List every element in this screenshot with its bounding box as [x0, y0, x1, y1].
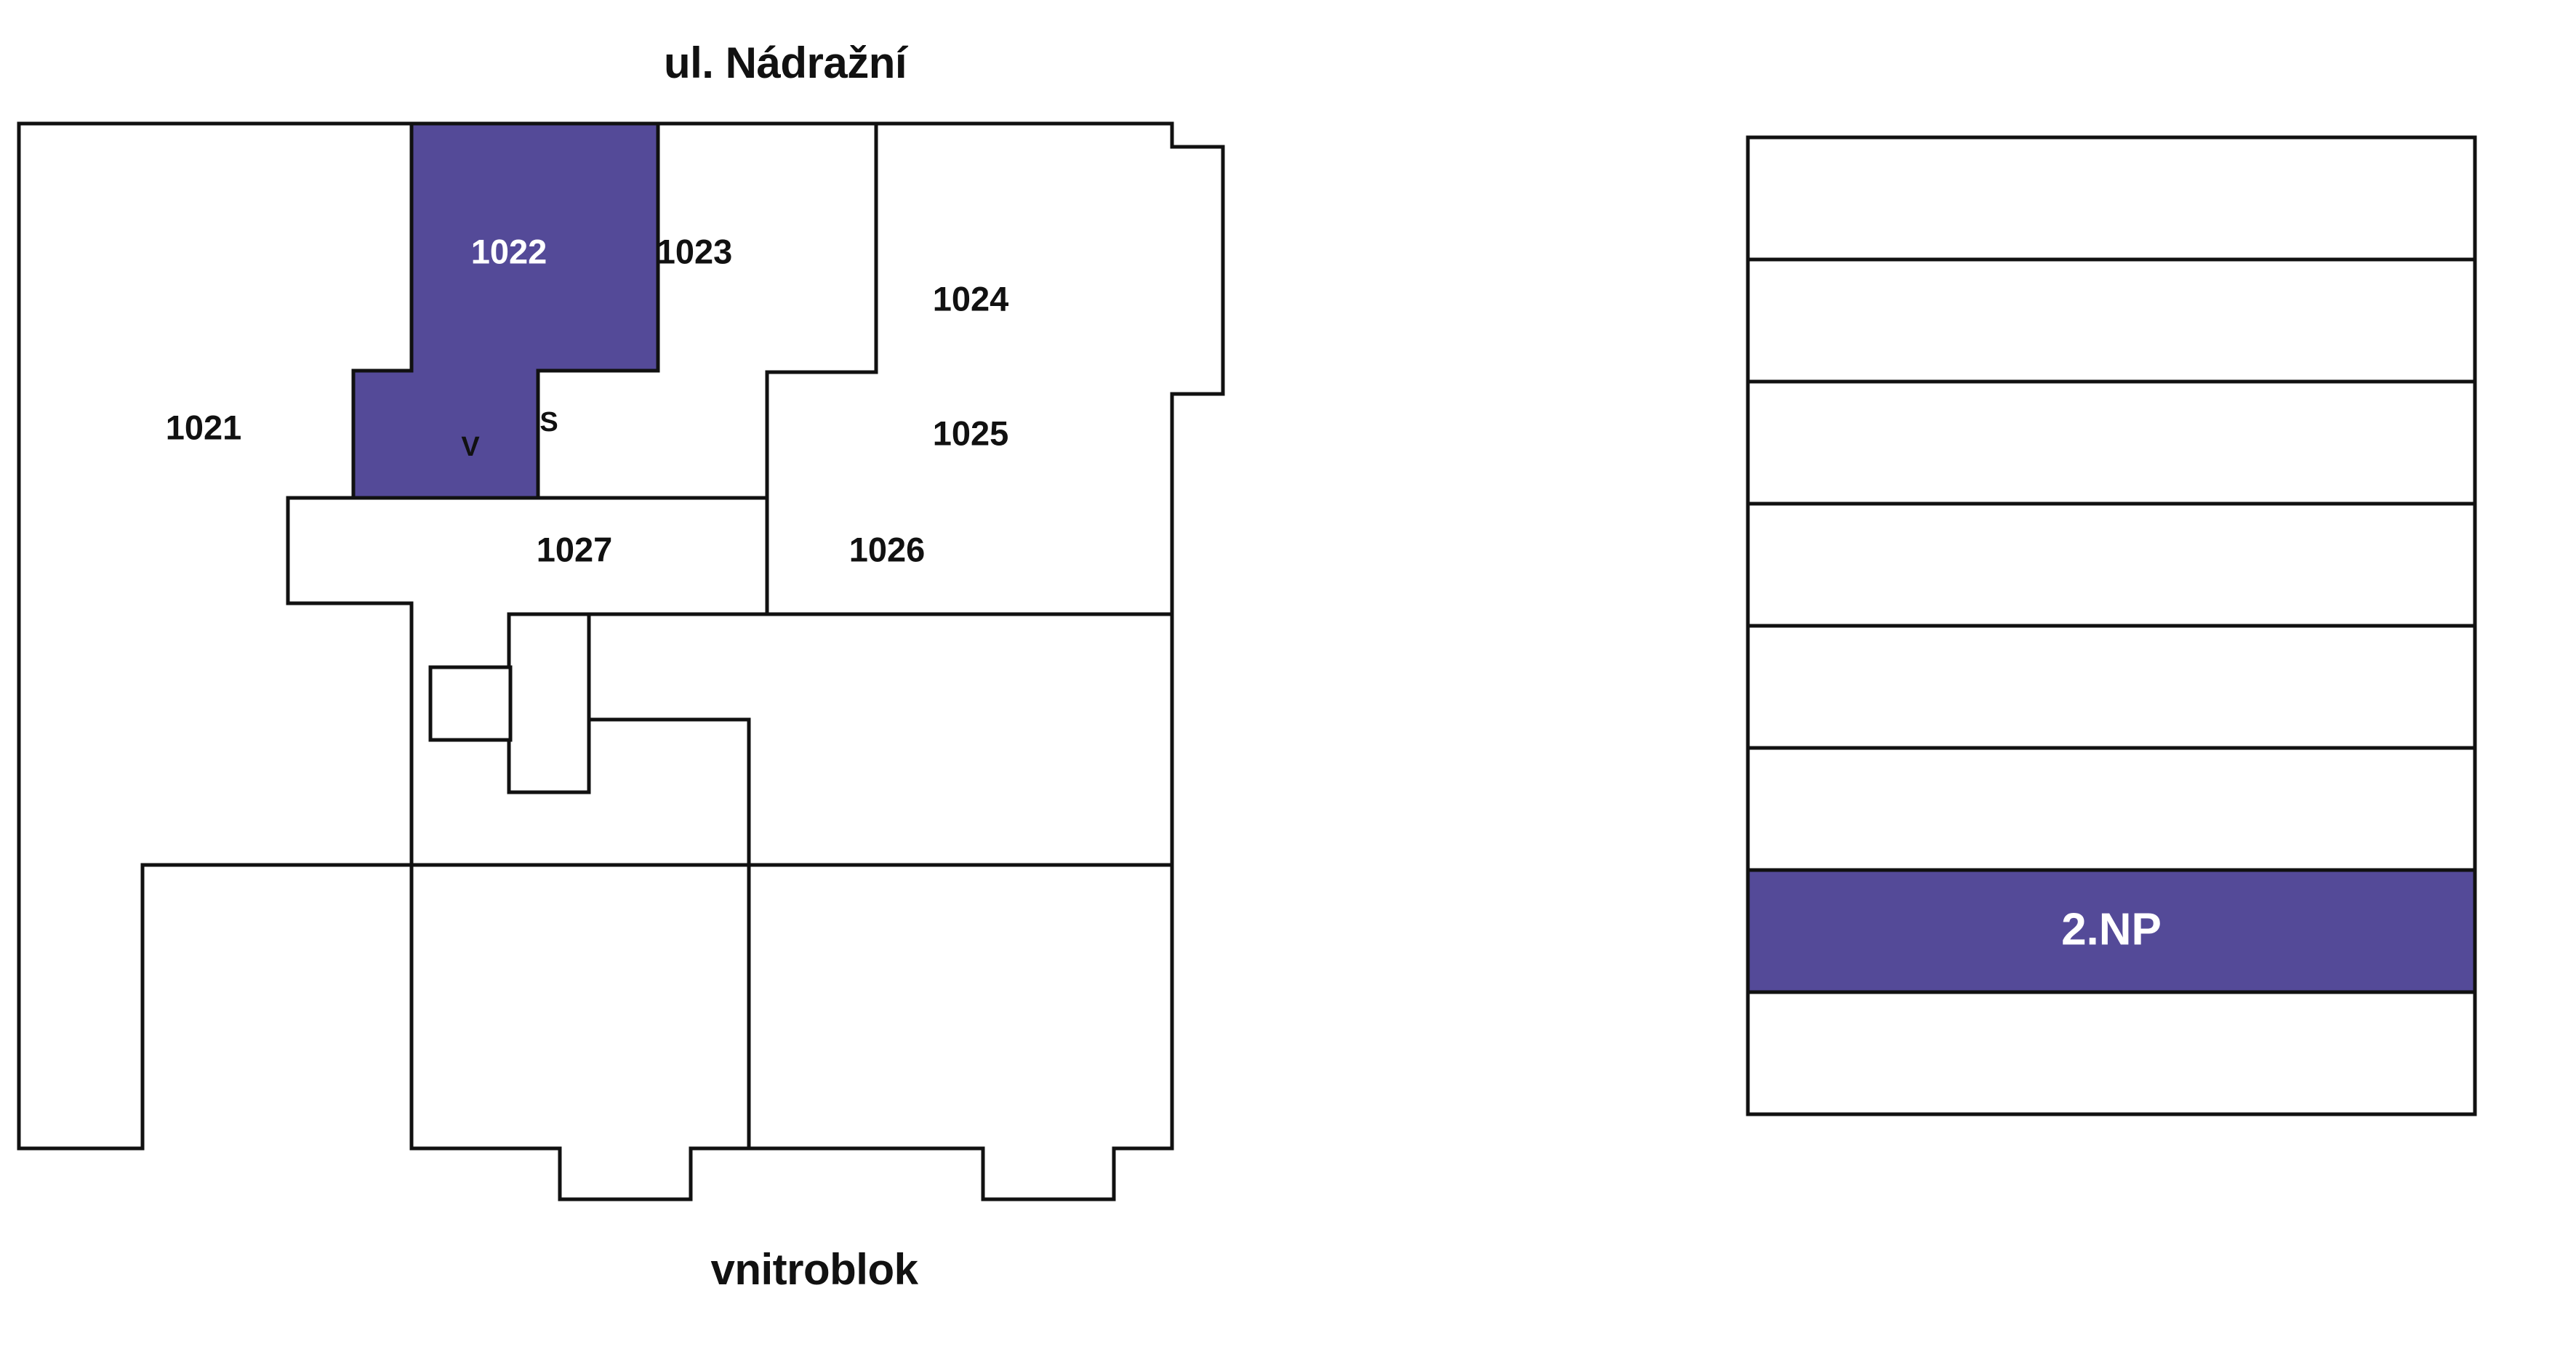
unit-1021[interactable]: 1021 [17, 121, 414, 1151]
floor-band-8[interactable] [1746, 990, 2477, 1116]
floor-plan-diagram: 1021 1022 1023 1024 1025 S [17, 121, 1225, 1201]
room-v-shape[interactable] [428, 665, 513, 742]
floor-band-3[interactable] [1746, 379, 2477, 506]
street-label-top: ul. Nádražní [663, 39, 907, 87]
unit-1021-shape[interactable] [17, 121, 414, 1151]
unit-1024[interactable]: 1024 [765, 121, 1225, 616]
unit-1022-label: 1022 [471, 232, 547, 270]
floor-band-1[interactable] [1746, 135, 2477, 262]
unit-1026[interactable]: 1026 [747, 530, 1174, 1201]
floor-band-4[interactable] [1746, 502, 2477, 628]
unit-1025-label: 1025 [933, 414, 1009, 452]
floor-band-7-selected[interactable]: 2.NP [1746, 868, 2477, 994]
unit-1026-shape[interactable] [747, 863, 1174, 1201]
room-s-label: S [539, 407, 558, 438]
unit-1025-shape[interactable] [587, 612, 1174, 867]
street-label-bottom: vnitroblok [710, 1245, 918, 1294]
room-v-label: V [461, 432, 480, 462]
room-v[interactable]: V [428, 432, 513, 742]
unit-1021-label: 1021 [166, 408, 242, 446]
floor-band-6[interactable] [1746, 746, 2477, 872]
floor-stack-diagram: 2.NP [1746, 135, 2477, 1116]
room-s-shape[interactable] [507, 612, 591, 794]
unit-1027-shape[interactable] [409, 863, 751, 1201]
floor-band-2[interactable] [1746, 257, 2477, 384]
unit-1027-label: 1027 [537, 530, 613, 568]
unit-1026-label: 1026 [849, 530, 926, 568]
floor-band-5[interactable] [1746, 624, 2477, 750]
unit-1024-label: 1024 [933, 279, 1009, 318]
floor-band-7[interactable] [1746, 868, 2477, 994]
unit-1023-label: 1023 [657, 232, 733, 270]
unit-1024-shape[interactable] [765, 121, 1225, 616]
floor-band-7-label: 2.NP [2061, 904, 2162, 954]
